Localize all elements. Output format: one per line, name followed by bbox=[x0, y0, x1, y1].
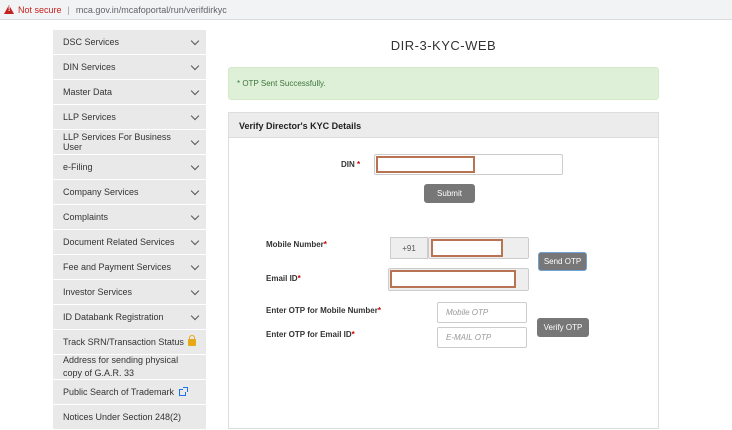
browser-address-bar[interactable]: ! Not secure | mca.gov.in/mcafoportal/ru… bbox=[0, 0, 732, 20]
chevron-down-icon bbox=[190, 311, 200, 320]
sidebar-item-label: Track SRN/Transaction Status bbox=[63, 337, 184, 347]
email-id-label: Email ID* bbox=[266, 274, 301, 283]
sidebar-item-label: Master Data bbox=[63, 87, 113, 97]
sidebar-item-label: Public Search of Trademark bbox=[63, 387, 175, 397]
sidebar-item-investor-services[interactable]: Investor Services bbox=[53, 280, 206, 305]
verify-otp-button[interactable]: Verify OTP bbox=[537, 318, 589, 337]
email-id-input[interactable] bbox=[390, 270, 516, 288]
sidebar-item-label: DSC Services bbox=[63, 37, 120, 47]
sidebar-item-label: Document Related Services bbox=[63, 237, 175, 247]
sidebar-item-label: Investor Services bbox=[63, 287, 133, 297]
lock-icon bbox=[187, 334, 196, 346]
sidebar-item-llp-services[interactable]: LLP Services bbox=[53, 105, 206, 130]
chevron-down-icon bbox=[190, 111, 200, 120]
otp-email-input[interactable]: E-MAIL OTP bbox=[437, 327, 527, 348]
sidebar-item-label: ID Databank Registration bbox=[63, 312, 164, 322]
send-otp-button[interactable]: Send OTP bbox=[538, 252, 587, 271]
sidebar-item-label: Complaints bbox=[63, 212, 109, 222]
sidebar-item-label: Notices Under Section 248(2) bbox=[63, 412, 182, 422]
sidebar-item-e-filing[interactable]: e-Filing bbox=[53, 155, 206, 180]
chevron-down-icon bbox=[190, 161, 200, 170]
chevron-down-icon bbox=[190, 36, 200, 45]
sidebar-item-company-services[interactable]: Company Services bbox=[53, 180, 206, 205]
chevron-down-icon bbox=[190, 211, 200, 220]
sidebar-item-din-services[interactable]: DIN Services bbox=[53, 55, 206, 80]
sidebar-item-label: LLP Services bbox=[63, 112, 116, 122]
sidebar-item-id-databank[interactable]: ID Databank Registration bbox=[53, 305, 206, 330]
chevron-down-icon bbox=[190, 61, 200, 70]
sidebar-item-label: DIN Services bbox=[63, 62, 116, 72]
sidebar-item-llp-business-user[interactable]: LLP Services For Business User bbox=[53, 130, 206, 155]
sidebar-item-label: Company Services bbox=[63, 187, 139, 197]
success-alert: * OTP Sent Successfully. bbox=[228, 67, 659, 100]
chevron-down-icon bbox=[190, 236, 200, 245]
sidebar-item-master-data[interactable]: Master Data bbox=[53, 80, 206, 105]
mobile-number-label: Mobile Number* bbox=[266, 240, 327, 249]
page-title: DIR-3-KYC-WEB bbox=[390, 38, 497, 53]
otp-email-label: Enter OTP for Email ID* bbox=[266, 330, 355, 339]
sidebar-item-document-services[interactable]: Document Related Services bbox=[53, 230, 206, 255]
warning-icon: ! bbox=[4, 5, 14, 14]
sidebar-item-dsc-services[interactable]: DSC Services bbox=[53, 30, 206, 55]
otp-mobile-input[interactable]: Mobile OTP bbox=[437, 302, 527, 323]
country-code-prefix: +91 bbox=[390, 237, 428, 259]
chevron-down-icon bbox=[190, 86, 200, 95]
mobile-number-input[interactable] bbox=[431, 239, 503, 257]
sidebar-item-label: LLP Services For Business User bbox=[63, 132, 171, 152]
sidebar-item-label: Address for sending physical copy of G.A… bbox=[63, 355, 179, 378]
sidebar-item-track-srn[interactable]: Track SRN/Transaction Status bbox=[53, 330, 206, 355]
sidebar-item-notices-248[interactable]: Notices Under Section 248(2) bbox=[53, 405, 206, 430]
din-input[interactable] bbox=[376, 156, 475, 173]
chevron-down-icon bbox=[190, 136, 200, 145]
panel-title: Verify Director's KYC Details bbox=[229, 113, 658, 138]
sidebar-item-fee-payment[interactable]: Fee and Payment Services bbox=[53, 255, 206, 280]
external-link-icon bbox=[179, 386, 189, 396]
url-text[interactable]: mca.gov.in/mcafoportal/run/verifdirkyc bbox=[75, 4, 227, 15]
sidebar-item-gar-33[interactable]: Address for sending physical copy of G.A… bbox=[53, 355, 206, 380]
url-separator: | bbox=[67, 4, 70, 15]
security-indicator[interactable]: Not secure bbox=[18, 4, 62, 15]
chevron-down-icon bbox=[190, 286, 200, 295]
chevron-down-icon bbox=[190, 186, 200, 195]
sidebar-menu: DSC Services DIN Services Master Data LL… bbox=[53, 30, 206, 430]
sidebar-item-complaints[interactable]: Complaints bbox=[53, 205, 206, 230]
otp-mobile-label: Enter OTP for Mobile Number* bbox=[266, 306, 381, 315]
din-label: DIN * bbox=[341, 160, 361, 169]
sidebar-item-label: e-Filing bbox=[63, 162, 93, 172]
sidebar-item-label: Fee and Payment Services bbox=[63, 262, 172, 272]
chevron-down-icon bbox=[190, 261, 200, 270]
submit-button[interactable]: Submit bbox=[424, 184, 475, 203]
sidebar-item-trademark-search[interactable]: Public Search of Trademark bbox=[53, 380, 206, 405]
